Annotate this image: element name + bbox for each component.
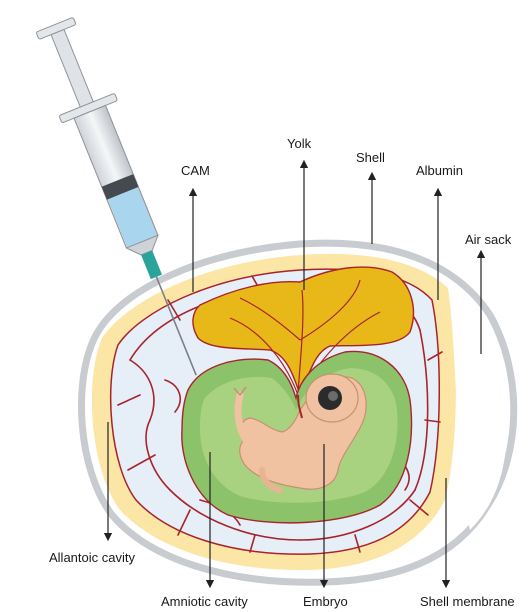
label-shell-membrane: Shell membrane — [420, 594, 515, 609]
label-albumin: Albumin — [416, 163, 463, 178]
label-shell: Shell — [356, 150, 385, 165]
syringe-needle-hub — [141, 251, 162, 280]
egg — [81, 243, 513, 582]
label-amniotic-cavity: Amniotic cavity — [161, 594, 248, 609]
label-embryo: Embryo — [303, 594, 348, 609]
embryo-eye-highlight — [328, 391, 338, 401]
label-yolk: Yolk — [287, 136, 312, 151]
label-air-sack: Air sack — [465, 232, 512, 247]
label-cam: CAM — [181, 163, 210, 178]
label-allantoic-cavity: Allantoic cavity — [49, 550, 135, 565]
syringe-plunger-rod — [51, 29, 94, 108]
